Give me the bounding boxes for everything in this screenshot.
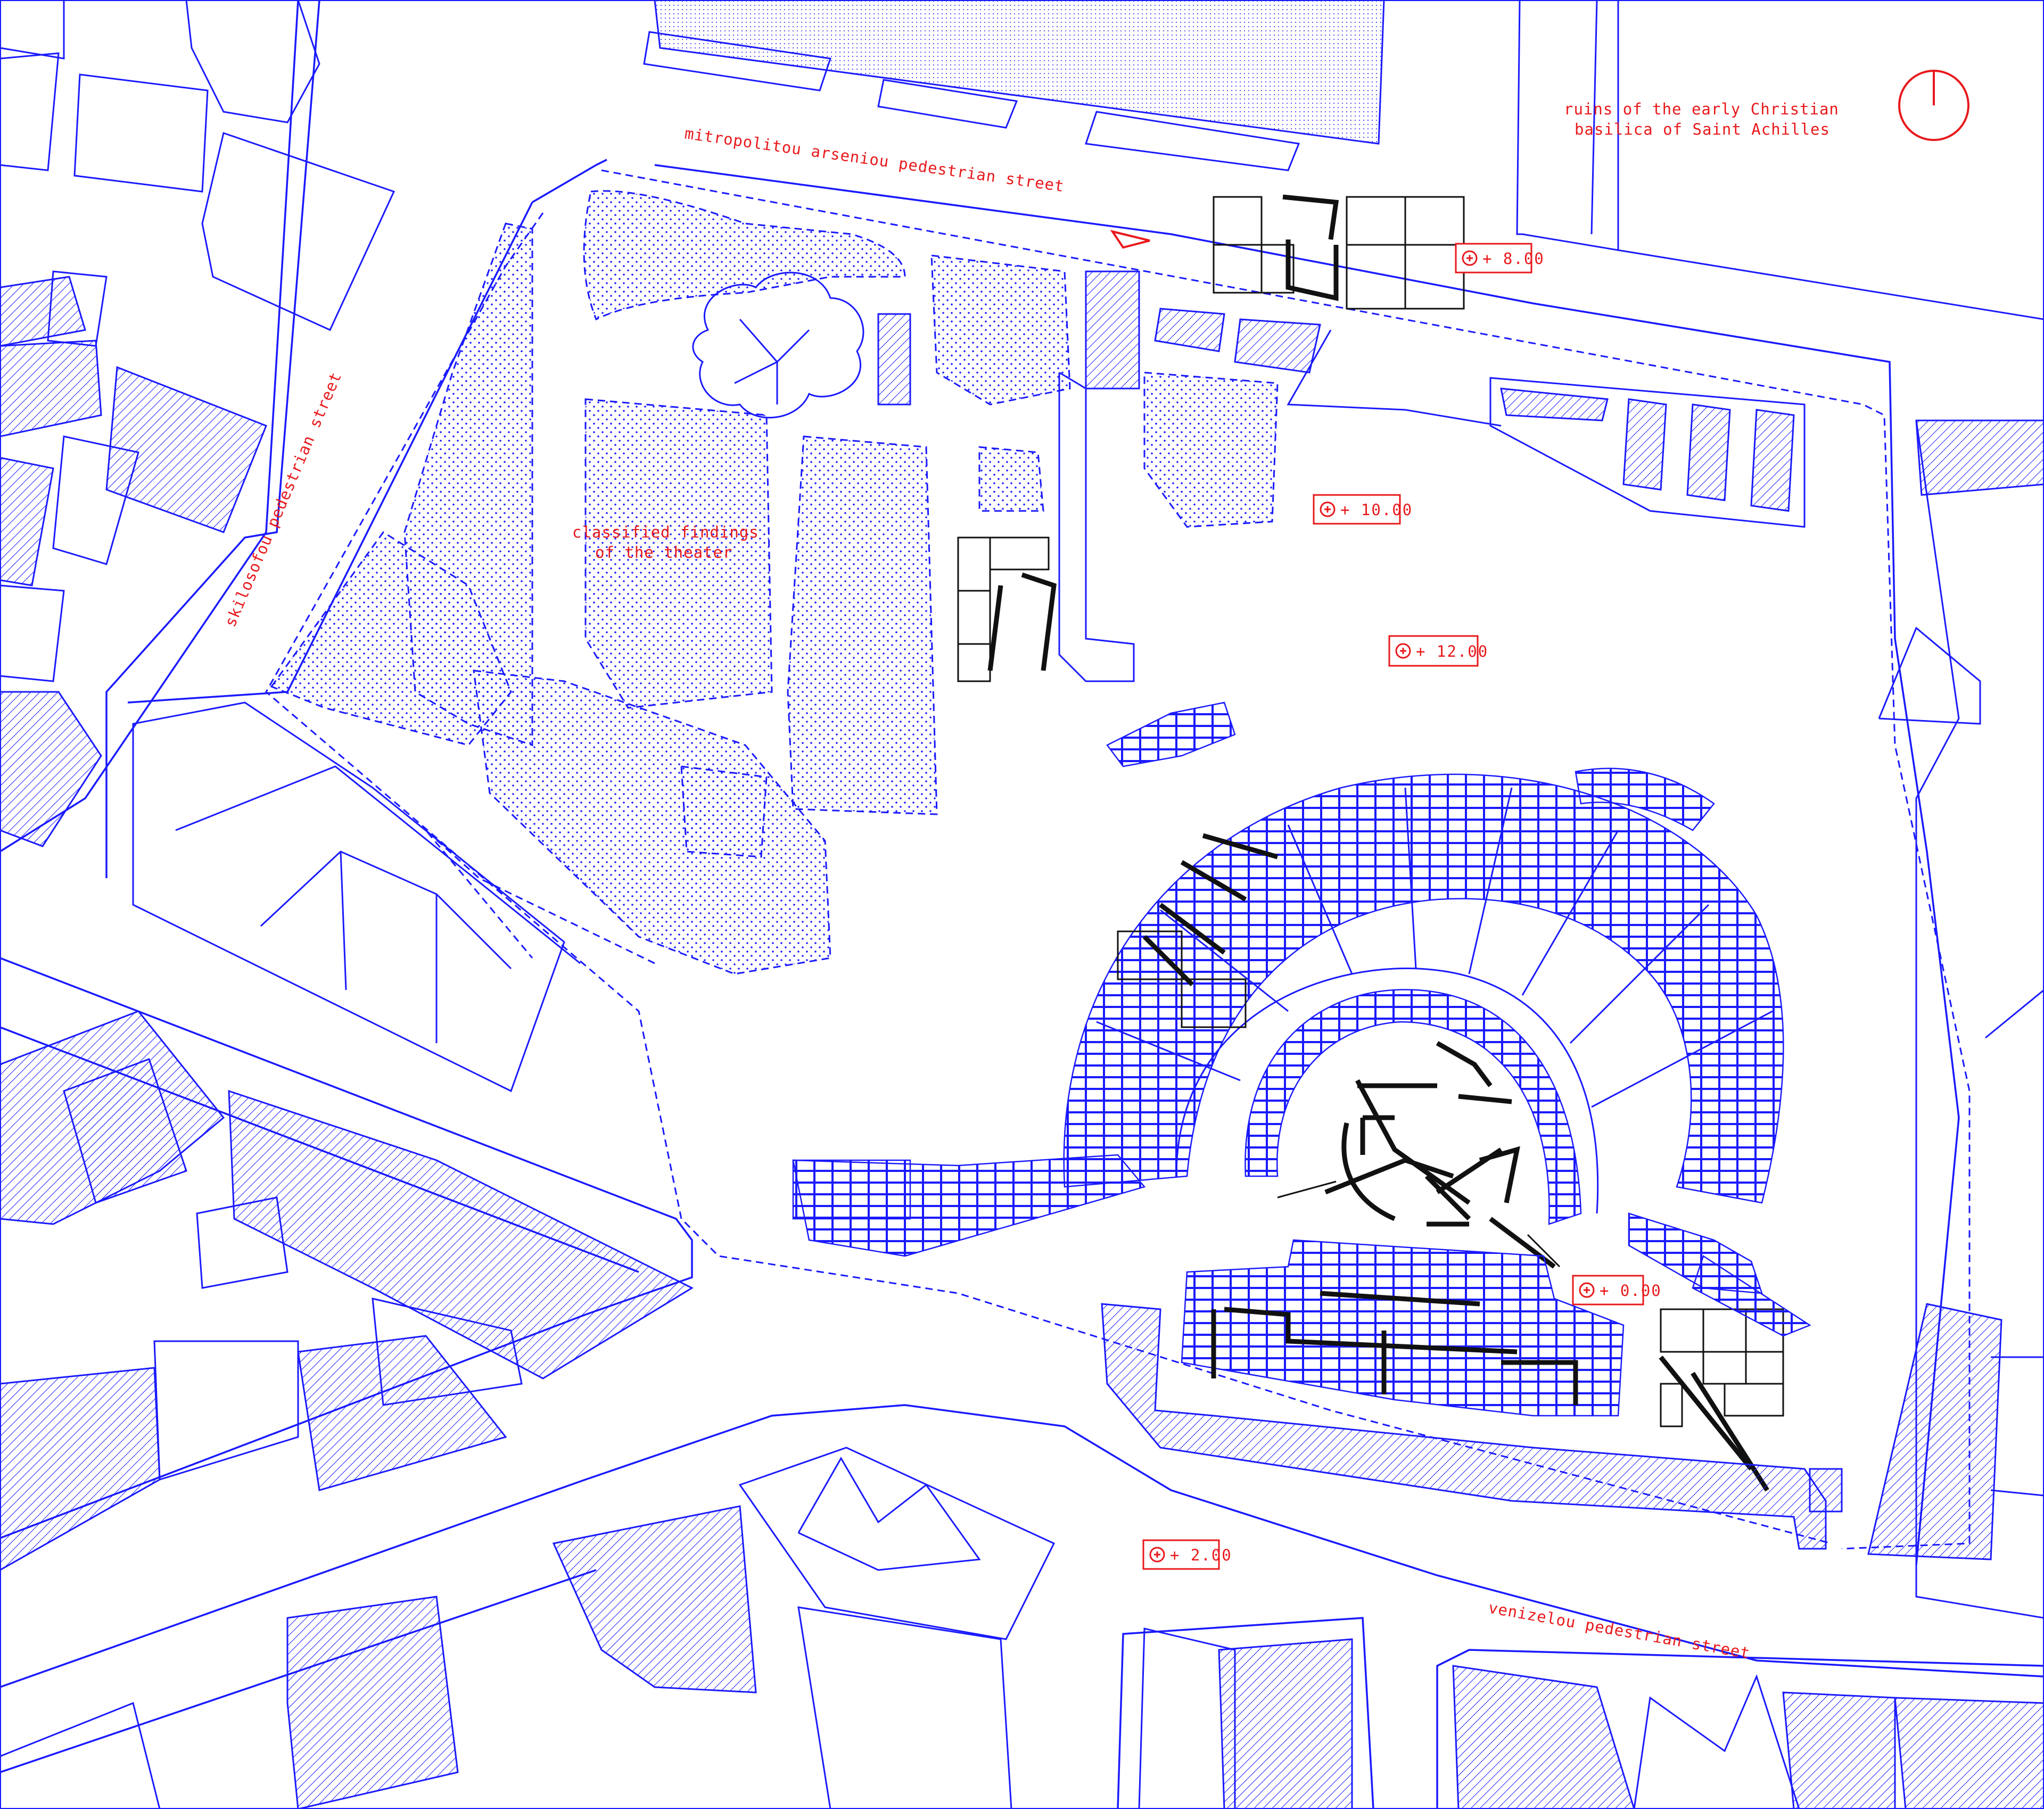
svg-text:venizelou pedestrian street: venizelou pedestrian street (1487, 1598, 1752, 1662)
basilica-label: ruins of the early Christian basilica of… (1564, 100, 1839, 138)
orchestra-ruins (1277, 1041, 1561, 1269)
level-marker: + 10.00 (1313, 494, 1413, 525)
north-arrow-icon (1898, 70, 1969, 141)
buildings-southwest (0, 1010, 694, 1571)
level-marker: + 8.00 (1455, 243, 1545, 274)
level-marker: + 12.00 (1388, 635, 1488, 667)
level-marker: + 0.00 (1572, 1275, 1662, 1306)
level-marker: + 2.00 (1142, 1539, 1232, 1570)
svg-text:skilosofou pedestrian street: skilosofou pedestrian street (221, 369, 345, 630)
scattered-stones (1106, 701, 1811, 1337)
tree-icon (692, 271, 864, 419)
level-marker-icon (1579, 1282, 1595, 1298)
level-marker-icon (1462, 250, 1478, 266)
svg-text:mitropolitou arseniou pedestri: mitropolitou arseniou pedestrian street (683, 124, 1066, 195)
street-label-south: venizelou pedestrian street (1487, 1598, 1752, 1662)
stairs-north (1058, 270, 1140, 682)
ruin-grids (957, 194, 1784, 1492)
svg-text:+ 10.00: + 10.00 (1340, 501, 1413, 519)
svg-text:classified findings: classified findings (572, 523, 759, 541)
svg-text:basilica of Saint Achilles: basilica of Saint Achilles (1575, 120, 1830, 138)
buildings-south (0, 1447, 2044, 1809)
small-structure (877, 313, 911, 406)
north-parcels (643, 0, 1806, 528)
svg-text:+ 12.00: + 12.00 (1416, 642, 1488, 660)
level-marker-icon (1320, 501, 1336, 517)
street-label-north: mitropolitou arseniou pedestrian street (683, 124, 1066, 195)
entrance-arrow-icon (1110, 229, 1150, 249)
classified-findings-area (270, 190, 1279, 975)
svg-text:ruins of the early Christian: ruins of the early Christian (1564, 100, 1839, 118)
buildings-west (0, 0, 581, 1093)
svg-text:of the theater: of the theater (595, 543, 732, 561)
level-marker-icon (1149, 1547, 1165, 1563)
level-marker-icon (1395, 643, 1411, 659)
svg-text:+ 2.00: + 2.00 (1170, 1546, 1232, 1564)
buildings-east (1516, 0, 2044, 1619)
svg-text:+ 0.00: + 0.00 (1600, 1282, 1662, 1300)
findings-label: classified findings of the theater (572, 523, 759, 561)
scene-building (1101, 1239, 1843, 1550)
theater-cavea (1063, 767, 1784, 1225)
parodos-west (792, 1154, 1146, 1257)
svg-text:+ 8.00: + 8.00 (1482, 250, 1545, 268)
street-label-west: skilosofou pedestrian street (221, 369, 345, 630)
